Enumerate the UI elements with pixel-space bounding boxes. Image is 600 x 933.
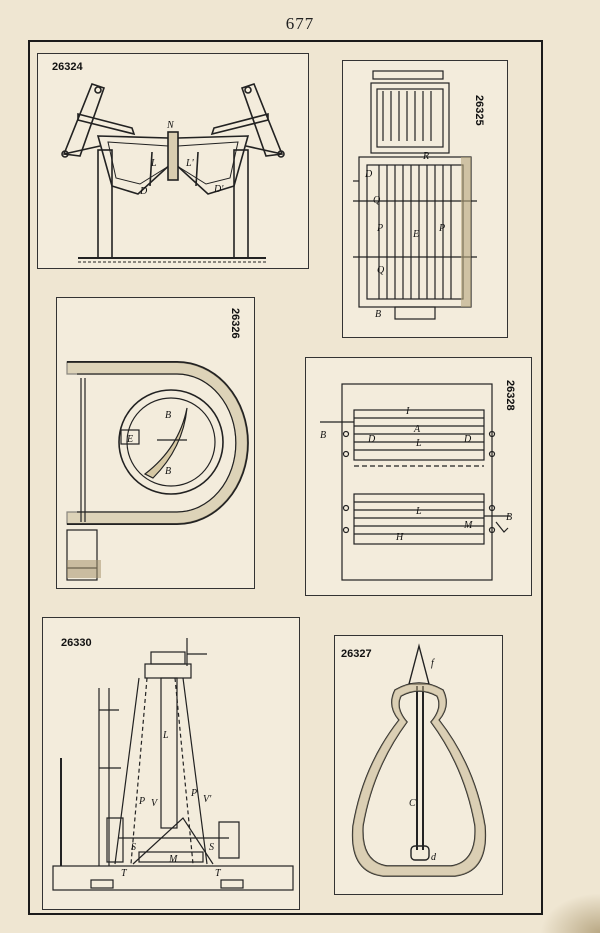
figure-number: 26324: [52, 61, 83, 73]
figure-26325-drawing: R D Q P E P Q B: [353, 70, 477, 320]
label: P: [438, 223, 445, 234]
figure-26327-drawing: f C d: [351, 643, 487, 877]
label: D': [213, 184, 224, 195]
figure-26324-drawing: N L L' D D': [61, 83, 285, 263]
label: C: [409, 798, 416, 809]
figure-number: 26327: [341, 648, 372, 660]
figure-26330: 26330 P V P V' L S M S T: [42, 617, 300, 910]
label: L: [162, 730, 169, 741]
label: B: [165, 410, 171, 421]
figure-26325: 26325 R D Q P E P Q B: [342, 60, 508, 338]
figure-26328: 26328 B I A L D D L H M B: [305, 357, 532, 596]
label: A: [413, 424, 421, 435]
label: V': [203, 794, 212, 805]
label: Q: [377, 265, 385, 276]
label: D: [367, 434, 376, 445]
page-stain: [540, 893, 600, 933]
label: E: [412, 229, 419, 240]
label: D: [463, 434, 472, 445]
label: L: [415, 438, 422, 449]
figure-26326: 26326 E B B: [56, 297, 255, 589]
label: R: [422, 151, 429, 162]
label: B: [506, 512, 512, 523]
figure-number: 26330: [61, 637, 92, 649]
label: P: [376, 223, 383, 234]
label: S: [209, 842, 214, 853]
label: B: [320, 430, 326, 441]
figure-26327: 26327 f C d: [334, 635, 503, 895]
label: P: [138, 796, 145, 807]
figure-plate-frame: [28, 40, 543, 915]
label: L': [185, 158, 195, 169]
label: P: [190, 788, 197, 799]
label: B: [165, 466, 171, 477]
label: T: [215, 868, 222, 879]
figure-26330-drawing: P V P V' L S M S T T: [52, 638, 294, 891]
label: D: [139, 186, 148, 197]
label: L: [150, 158, 157, 169]
label: L: [415, 506, 422, 517]
label: I: [405, 406, 410, 417]
label: Q: [373, 195, 381, 206]
label: M: [168, 854, 178, 865]
label: V: [151, 798, 159, 809]
label: D: [364, 169, 373, 180]
label: N: [166, 120, 175, 131]
label: d: [431, 852, 437, 863]
label: M: [463, 520, 473, 531]
figure-26324: 26324 N L L' D D': [37, 53, 309, 269]
label: B: [375, 309, 381, 320]
label: T: [121, 868, 128, 879]
label: S: [131, 842, 136, 853]
label: f: [431, 658, 435, 669]
label: E: [126, 434, 133, 445]
figure-26328-drawing: B I A L D D L H M B: [320, 383, 512, 581]
page-number: 677: [285, 14, 315, 33]
label: H: [395, 532, 404, 543]
figure-26326-drawing: E B B: [66, 361, 249, 581]
